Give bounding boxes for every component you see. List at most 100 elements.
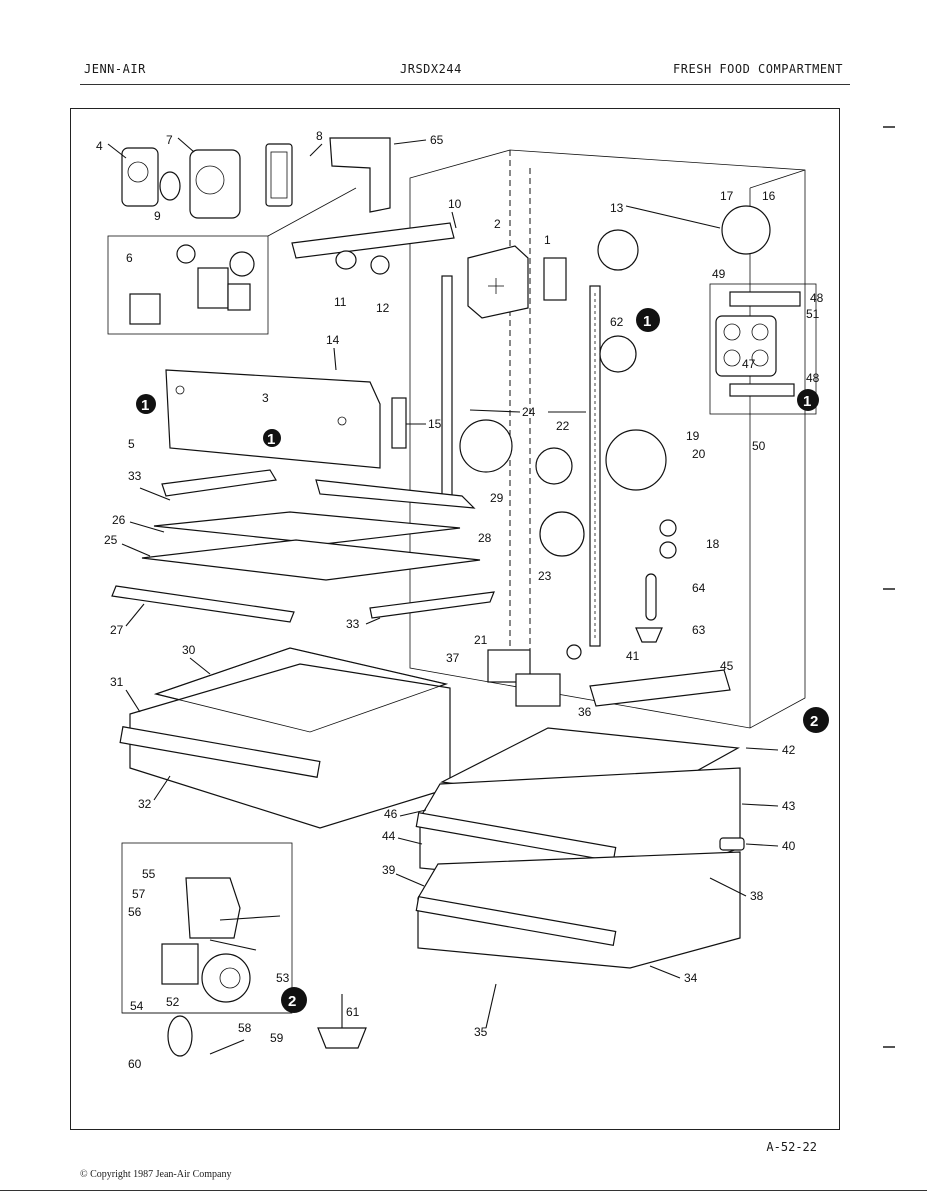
light-housing-parts — [121, 137, 391, 219]
shelf-assembly — [111, 469, 495, 623]
callout-31: 31 — [110, 675, 124, 689]
callout-46: 46 — [384, 807, 398, 821]
callout-41: 41 — [626, 649, 640, 663]
callout-15: 15 — [428, 417, 442, 431]
callout-47: 47 — [742, 357, 756, 371]
callout-9: 9 — [154, 209, 161, 223]
header-brand: JENN-AIR — [84, 62, 146, 76]
callout-63: 63 — [692, 623, 706, 637]
svg-text:2: 2 — [810, 713, 818, 730]
top-rail-and-bulb — [291, 222, 455, 275]
callout-6: 6 — [126, 251, 133, 265]
cabinet-outline — [409, 149, 806, 729]
callout-22: 22 — [556, 419, 570, 433]
callout-17: 17 — [720, 189, 734, 203]
callout-30: 30 — [182, 643, 196, 657]
callout-1: 1 — [544, 233, 551, 247]
leader-lines — [107, 137, 779, 1029]
detail-circles — [459, 205, 771, 557]
exploded-parts-diagram: 4 7 8 65 9 10 2 1 13 17 16 6 11 12 49 48… — [96, 129, 829, 1071]
callout-39: 39 — [382, 863, 396, 877]
callout-27: 27 — [110, 623, 124, 637]
svg-text:1: 1 — [267, 431, 275, 448]
callout-25: 25 — [104, 533, 118, 547]
header-model: JRSDX244 — [400, 62, 462, 76]
callout-24: 24 — [522, 405, 536, 419]
callout-16: 16 — [762, 189, 776, 203]
callout-51: 51 — [806, 307, 820, 321]
drawer-stack-right — [415, 669, 745, 969]
callout-48-lower: 48 — [806, 371, 820, 385]
small-parts-right — [635, 519, 677, 643]
callout-4: 4 — [96, 139, 103, 153]
page-code: A-52-22 — [766, 1140, 817, 1154]
diagram-frame — [70, 108, 840, 1130]
callout-33-lower: 33 — [346, 617, 360, 631]
callout-11: 11 — [334, 295, 347, 309]
callout-28: 28 — [478, 531, 492, 545]
callout-13: 13 — [610, 201, 624, 215]
callout-26: 26 — [112, 513, 126, 527]
callout-5: 5 — [128, 437, 135, 451]
svg-text:2: 2 — [288, 993, 296, 1010]
svg-text:1: 1 — [643, 313, 651, 330]
inset-box-47-51 — [709, 283, 817, 415]
callout-50: 50 — [752, 439, 766, 453]
callout-56: 56 — [128, 905, 142, 919]
reference-bubble-2-inset: 2 — [281, 987, 307, 1013]
callout-34: 34 — [684, 971, 698, 985]
margin-mark — [883, 1046, 895, 1048]
callout-36: 36 — [578, 705, 592, 719]
callout-61: 61 — [346, 1005, 360, 1019]
inset-box-roller — [121, 842, 293, 1057]
header-section: FRESH FOOD COMPARTMENT — [673, 62, 843, 76]
callout-62: 62 — [610, 315, 624, 329]
callout-49: 49 — [712, 267, 726, 281]
svg-text:1: 1 — [141, 397, 149, 414]
callout-52: 52 — [166, 995, 180, 1009]
callout-48: 48 — [810, 291, 824, 305]
callout-18: 18 — [706, 537, 720, 551]
callout-37: 37 — [446, 651, 460, 665]
callout-64: 64 — [692, 581, 706, 595]
callout-57: 57 — [132, 887, 146, 901]
callout-labels: 4 7 8 65 9 10 2 1 13 17 16 6 11 12 49 48… — [96, 129, 824, 1071]
callout-33: 33 — [128, 469, 142, 483]
control-box — [467, 245, 567, 319]
reference-bubble-2-right: 2 — [803, 707, 829, 733]
callout-10: 10 — [448, 197, 462, 211]
callout-7: 7 — [166, 133, 173, 147]
reference-bubble-1-panel: 1 — [263, 429, 281, 448]
callout-3: 3 — [262, 391, 269, 405]
callout-60: 60 — [128, 1057, 142, 1071]
callout-29: 29 — [490, 491, 504, 505]
callout-21: 21 — [474, 633, 488, 647]
callout-54: 54 — [130, 999, 144, 1013]
callout-42: 42 — [782, 743, 796, 757]
callout-53: 53 — [276, 971, 290, 985]
reference-bubble-1-left: 1 — [136, 394, 156, 414]
callout-65: 65 — [430, 133, 444, 147]
callout-55: 55 — [142, 867, 156, 881]
callout-45: 45 — [720, 659, 734, 673]
callout-19: 19 — [686, 429, 700, 443]
reference-bubble-1-lower: 1 — [797, 389, 819, 411]
header-rule — [80, 84, 850, 85]
callout-12: 12 — [376, 301, 390, 315]
panel-14 — [165, 369, 407, 469]
callout-40: 40 — [782, 839, 796, 853]
copyright-notice: © Copyright 1987 Jean-Air Company — [80, 1169, 232, 1180]
callout-23: 23 — [538, 569, 552, 583]
margin-mark — [883, 126, 895, 128]
callout-32: 32 — [138, 797, 152, 811]
margin-mark — [883, 588, 895, 590]
leveling-foot — [317, 994, 367, 1049]
callout-58: 58 — [238, 1021, 252, 1035]
callout-35: 35 — [474, 1025, 488, 1039]
inset-box-6 — [107, 187, 357, 335]
callout-38: 38 — [750, 889, 764, 903]
callout-43: 43 — [782, 799, 796, 813]
callout-44: 44 — [382, 829, 396, 843]
crisper-drawer-left — [119, 647, 451, 829]
callout-14: 14 — [326, 333, 340, 347]
